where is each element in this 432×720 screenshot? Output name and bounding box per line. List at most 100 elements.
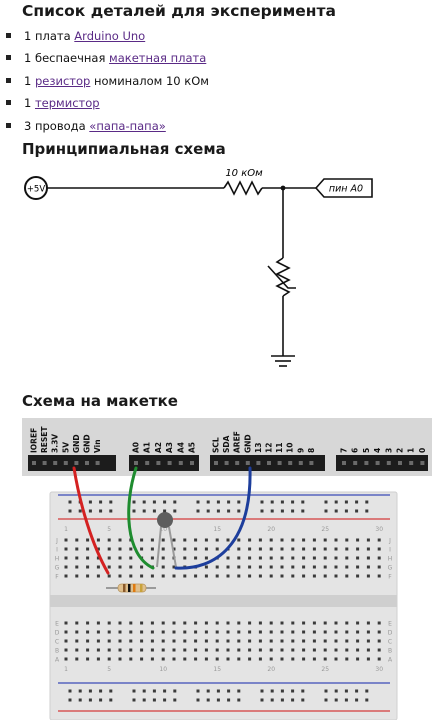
breadboard-hole	[323, 639, 327, 643]
breadboard-hole	[302, 621, 306, 625]
breadboard-hole	[366, 574, 370, 578]
rail-hole	[132, 698, 136, 702]
header-pin-label: GND	[83, 434, 92, 453]
breadboard-hole	[194, 574, 198, 578]
breadboard-hole	[226, 639, 230, 643]
header-pin-label: GND	[72, 434, 81, 453]
breadboard-hole	[377, 547, 381, 551]
column-number: 25	[321, 666, 329, 673]
rail-hole	[78, 509, 82, 513]
breadboard-hole	[269, 538, 273, 542]
breadboard-hole	[269, 630, 273, 634]
header-pin-label: 9	[296, 448, 305, 453]
breadboard-hole	[96, 574, 100, 578]
breadboard-hole	[64, 639, 68, 643]
rail-hole	[237, 500, 241, 504]
breadboard-hole	[194, 657, 198, 661]
breadboard-hole	[345, 538, 349, 542]
breadboard-hole	[269, 556, 273, 560]
breadboard-hole	[280, 648, 284, 652]
breadboard-hole	[150, 648, 154, 652]
row-letter: B	[55, 648, 59, 655]
breadboard-hole	[172, 538, 176, 542]
arduino-uno-link[interactable]: Arduino Uno	[74, 29, 146, 43]
breadboard-hole	[172, 630, 176, 634]
breadboard-hole	[96, 630, 100, 634]
rail-hole	[196, 500, 200, 504]
breadboard-hole	[161, 657, 165, 661]
rail-hole	[152, 689, 156, 693]
breadboard-hole	[345, 630, 349, 634]
breadboard-hole	[64, 621, 68, 625]
rail-hole	[355, 689, 359, 693]
breadboard-hole	[312, 639, 316, 643]
breadboard-hole	[194, 630, 198, 634]
row-letter: D	[388, 630, 393, 637]
breadboard-hole	[129, 547, 133, 551]
breadboard-hole	[377, 574, 381, 578]
breadboard-hole	[323, 538, 327, 542]
breadboard-hole	[172, 648, 176, 652]
column-number: 5	[107, 666, 111, 673]
rail-hole	[365, 689, 369, 693]
rail-hole	[270, 698, 274, 702]
row-letter: F	[55, 574, 59, 581]
rail-hole	[260, 689, 264, 693]
breadboard-hole	[226, 648, 230, 652]
list-item: 1 резистор номиналом 10 кОм	[6, 73, 209, 95]
rail-hole	[173, 500, 177, 504]
header-pin	[353, 461, 358, 465]
breadboard-hole	[237, 556, 241, 560]
header-pin-label: SCL	[212, 437, 221, 453]
breadboard-link[interactable]: макетная плата	[109, 51, 207, 66]
jumper-wires-link[interactable]: «папа-папа»	[89, 118, 166, 133]
breadboard-hole	[356, 565, 360, 569]
parts-list: 1 плата Arduino Uno 1 беспаечная макетна…	[6, 28, 209, 140]
header-pin	[364, 461, 369, 465]
breadboard-hole	[86, 538, 90, 542]
breadboard-hole	[161, 621, 165, 625]
header-pin	[53, 461, 58, 465]
breadboard-hole	[366, 547, 370, 551]
breadboard-hole	[356, 657, 360, 661]
header-pin	[342, 461, 346, 465]
rail-hole	[99, 509, 103, 513]
header-pin	[32, 461, 36, 465]
breadboard-hole	[312, 565, 316, 569]
breadboard-hole	[258, 565, 262, 569]
column-number: 30	[375, 526, 383, 533]
header-pin-label: AREF	[233, 431, 242, 453]
column-number: 10	[159, 666, 167, 673]
breadboard-hole	[194, 639, 198, 643]
breadboard-hole	[302, 574, 306, 578]
breadboard-hole	[280, 565, 284, 569]
breadboard-hole	[237, 630, 241, 634]
breadboard-hole	[75, 648, 79, 652]
breadboard-hole	[183, 574, 187, 578]
rail-hole	[68, 698, 72, 702]
breadboard-hole	[323, 556, 327, 560]
breadboard-hole	[377, 565, 381, 569]
breadboard-hole	[312, 538, 316, 542]
rail-hole	[237, 509, 241, 513]
breadboard-hole	[302, 556, 306, 560]
header-pin	[63, 461, 68, 465]
breadboard-hole	[75, 556, 79, 560]
breadboard-hole	[129, 574, 133, 578]
breadboard-hole	[75, 565, 79, 569]
rail-hole	[334, 689, 338, 693]
row-letter: A	[388, 657, 393, 664]
rail-hole	[152, 500, 156, 504]
header-pin	[95, 461, 100, 465]
rail-hole	[344, 698, 348, 702]
thermistor-body	[157, 512, 173, 528]
part-text: 1	[24, 73, 35, 88]
resistor-link[interactable]: резистор	[34, 73, 91, 88]
rail-hole	[270, 689, 274, 693]
rail-hole	[142, 698, 146, 702]
thermistor-link[interactable]: термистор	[34, 96, 100, 111]
breadboard-hole	[366, 639, 370, 643]
breadboard-hole	[280, 639, 284, 643]
breadboard-hole	[345, 547, 349, 551]
breadboard-hole	[107, 538, 111, 542]
